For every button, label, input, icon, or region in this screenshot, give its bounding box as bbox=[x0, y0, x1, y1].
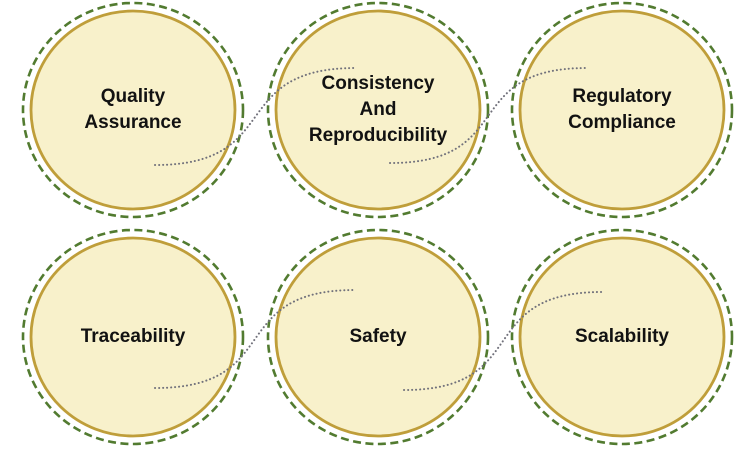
circle-safety bbox=[274, 236, 482, 438]
circle-group-safety bbox=[266, 228, 490, 446]
circle-quality-assurance bbox=[29, 9, 237, 211]
dashed-ring-safety bbox=[266, 228, 490, 446]
dashed-ring-quality-assurance bbox=[21, 1, 245, 219]
circle-group-regulatory-compliance bbox=[510, 1, 734, 219]
circle-group-traceability bbox=[21, 228, 245, 446]
connector-dotted-safety-to-scalability bbox=[403, 291, 603, 391]
circle-traceability bbox=[29, 236, 237, 438]
circle-group-consistency-and-reproducibility bbox=[266, 1, 490, 219]
connector-dotted-quality-to-consistency bbox=[154, 67, 357, 166]
circle-scalability bbox=[518, 236, 726, 438]
dashed-ring-consistency-and-reproducibility bbox=[266, 1, 490, 219]
circle-regulatory-compliance bbox=[518, 9, 726, 211]
dashed-ring-scalability bbox=[510, 228, 734, 446]
connector-dotted-traceability-to-safety bbox=[154, 289, 356, 389]
circle-group-quality-assurance bbox=[21, 1, 245, 219]
circle-consistency-and-reproducibility bbox=[274, 9, 482, 211]
dashed-ring-regulatory-compliance bbox=[510, 1, 734, 219]
connector-dotted-consistency-to-regulatory bbox=[389, 67, 588, 164]
circle-group-scalability bbox=[510, 228, 734, 446]
dashed-ring-traceability bbox=[21, 228, 245, 446]
